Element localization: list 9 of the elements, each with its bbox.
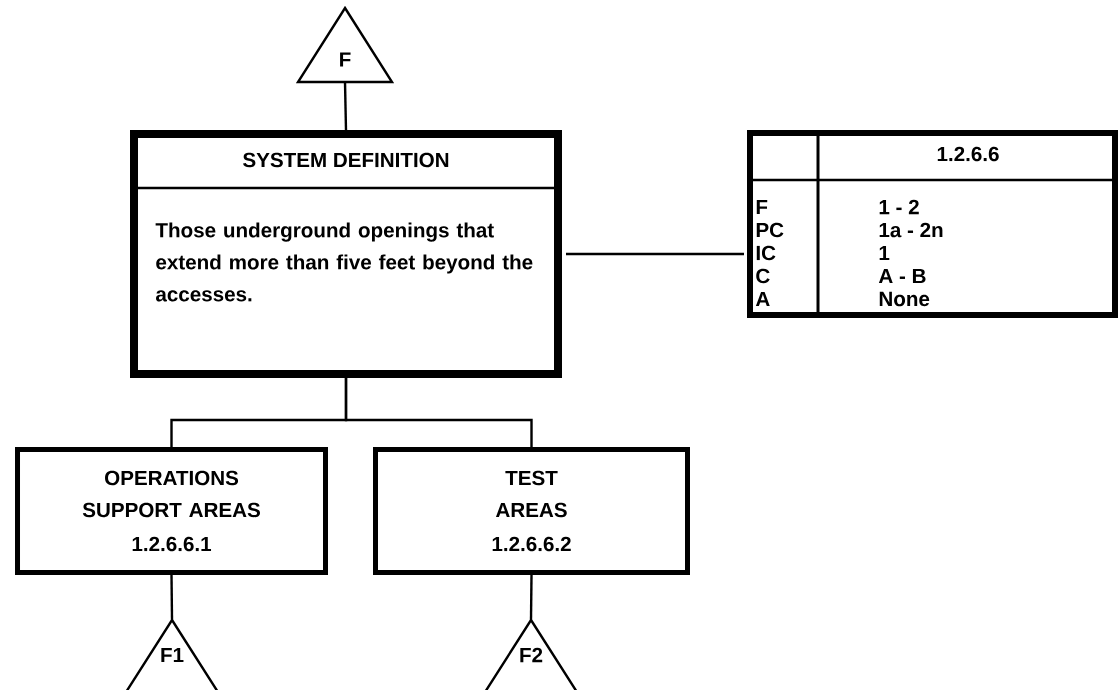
data-table: 1.2.6.6 F 1 - 2 PC 1a - 2n IC 1 C A - B A None xyxy=(747,130,1118,318)
connector-line xyxy=(343,82,348,130)
category-box: TEST AREAS 1.2.6.6.2 xyxy=(373,447,690,575)
connector-line xyxy=(344,378,533,447)
connector-line xyxy=(566,252,744,256)
connector-line xyxy=(529,574,533,620)
category-box: OPERATIONS SUPPORT AREAS 1.2.6.6.1 xyxy=(15,447,328,575)
definition-box: SYSTEM DEFINITION Those underground openings that extend more than five feet beyond the accesses. xyxy=(130,130,562,378)
connector-line xyxy=(170,574,174,620)
